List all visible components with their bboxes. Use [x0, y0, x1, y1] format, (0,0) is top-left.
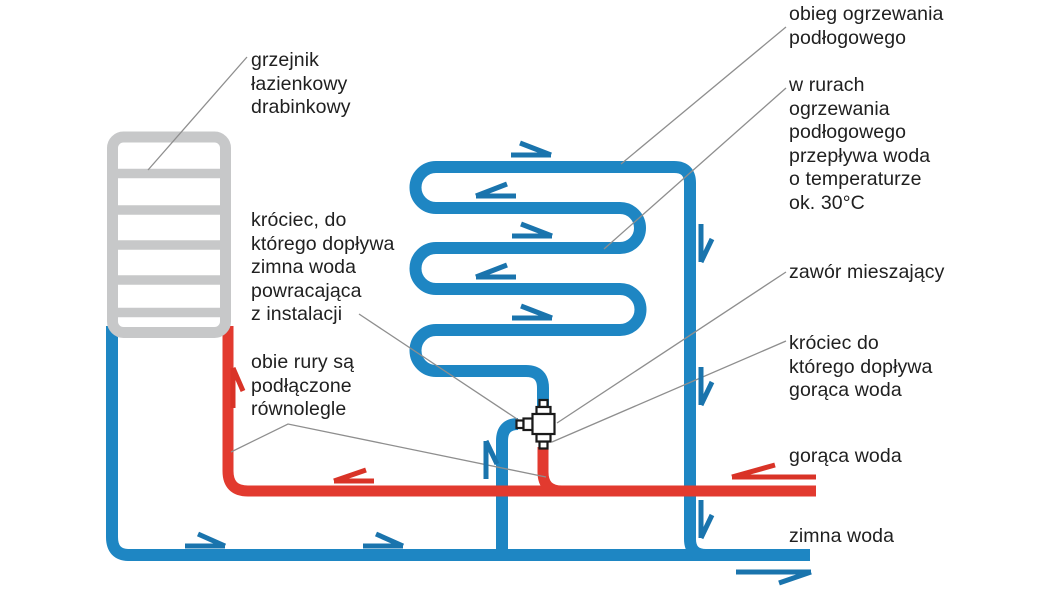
leader-lines — [147, 26, 787, 478]
flow-arrow-coil-return-down1-icon — [698, 224, 715, 264]
leader-parallel-pipes — [230, 423, 547, 478]
leader-cold-return-port — [358, 313, 521, 422]
label-radiator: grzejnik łazienkowy drabinkowy — [251, 49, 351, 119]
valve-left-port-flange — [522, 417, 534, 432]
label-pipe-water-temperature: w rurach ogrzewania podłogowego przepływ… — [789, 74, 931, 214]
hot-water-supply-pipe — [222, 326, 816, 497]
floor-heating-coil-pipe — [409, 161, 716, 561]
leader-mixing-valve — [556, 271, 787, 424]
towel-radiator — [107, 131, 231, 338]
valve-cold-feed-pipe — [496, 418, 519, 555]
red-pipes — [222, 326, 816, 497]
blue-flow-arrows — [185, 140, 812, 586]
flow-arrow-bottom-right1-icon — [185, 531, 227, 549]
label-cold-water: zimna woda — [789, 525, 895, 547]
flow-arrow-coil-row3-right-icon — [512, 221, 553, 239]
leader-pipe-temperature — [603, 87, 787, 250]
flow-arrow-coil-return-down2-icon — [698, 367, 715, 407]
flow-arrow-hot-water-in-icon — [731, 462, 816, 480]
radiator-rungs — [117, 168, 221, 318]
label-floor-heating-circuit: obieg ogrzewania podłogowego — [789, 3, 944, 49]
flow-arrow-coil-return-down3-icon — [698, 500, 715, 540]
valve-hot-feed-pipe — [537, 447, 563, 497]
blue-pipes — [106, 161, 810, 561]
flow-arrow-coil-row2-left-icon — [475, 181, 516, 199]
leader-floor-circuit — [620, 26, 787, 165]
leader-radiator — [147, 56, 248, 171]
label-parallel-pipes: obie rury są podłączone równolegle — [251, 351, 355, 421]
flow-arrow-coil-row5-right-icon — [512, 303, 553, 321]
flow-arrow-valve-feed-up-icon — [483, 439, 500, 479]
label-mixing-valve: zawór mieszający — [789, 261, 945, 283]
flow-arrow-cold-water-out-icon — [736, 569, 812, 586]
flow-arrow-coil-row4-left-icon — [475, 262, 516, 280]
label-hot-inlet-port: króciec do którego dopływa gorąca woda — [789, 332, 933, 402]
mixing-valve — [515, 398, 556, 450]
valve-bottom-port-flange — [535, 432, 552, 443]
red-flow-arrows — [230, 367, 816, 484]
leader-hot-inlet-port — [551, 340, 787, 443]
flow-arrow-hot-line-left-icon — [333, 467, 374, 484]
label-hot-water: gorąca woda — [789, 445, 902, 467]
flow-arrow-radiator-supply-up-icon — [230, 367, 246, 408]
flow-arrow-coil-top-right-icon — [511, 140, 552, 158]
radiator-frame — [107, 131, 231, 338]
flow-arrow-bottom-right2-icon — [363, 531, 405, 549]
label-cold-return-port: króciec, do którego dopływa zimna woda p… — [251, 209, 395, 326]
valve-body — [531, 412, 556, 436]
cold-return-pipe — [106, 326, 810, 561]
